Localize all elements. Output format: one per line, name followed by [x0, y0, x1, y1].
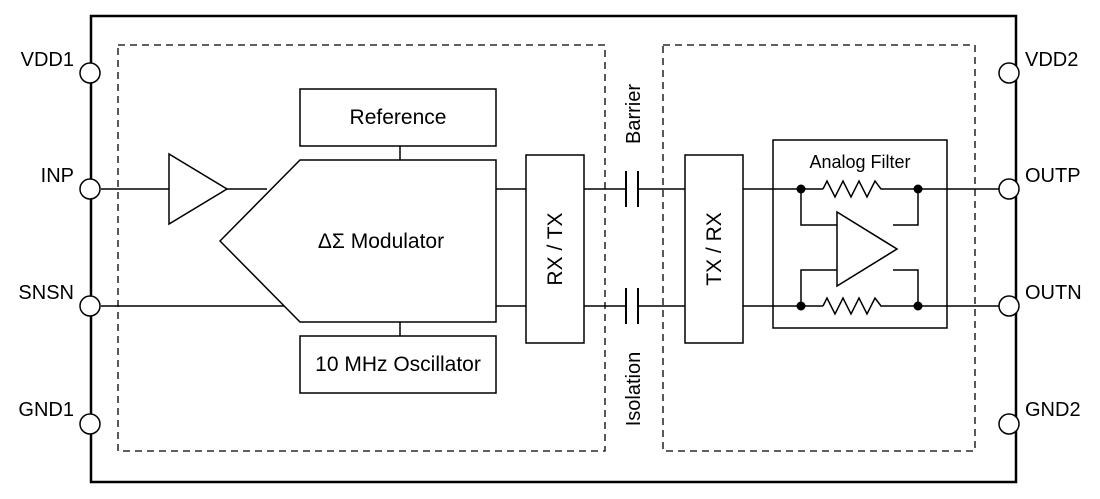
- pin-gnd1-label: GND1: [18, 399, 74, 421]
- pin-vdd2-label: VDD2: [1025, 49, 1078, 71]
- high-side-wires: [743, 179, 999, 316]
- pin-snsn-icon: [79, 295, 101, 317]
- low-side-wires: [101, 146, 685, 336]
- reference-label: Reference: [350, 106, 447, 129]
- pin-gnd2-icon: [998, 413, 1020, 435]
- oscillator-label: 10 MHz Oscillator: [315, 353, 481, 376]
- tx-rx-block: [684, 154, 744, 344]
- pin-gnd2-label: GND2: [1025, 399, 1081, 421]
- modulator-block: [218, 159, 497, 323]
- analog-filter-label: Analog Filter: [809, 152, 910, 172]
- pin-outn-icon: [998, 295, 1020, 317]
- rx-tx-block: [525, 154, 585, 344]
- low-side-domain: [117, 44, 606, 452]
- isolation-capacitor-top: [625, 171, 639, 207]
- pin-snsn-label: SNSN: [18, 282, 74, 304]
- pin-vdd2-icon: [998, 62, 1020, 84]
- input-buffer-icon: [168, 152, 229, 226]
- tx-rx-label: TX / RX: [703, 212, 726, 286]
- reference-block: [299, 88, 497, 147]
- isolation-label: Isolation: [623, 352, 645, 427]
- pin-inp-icon: [79, 178, 101, 200]
- high-side-domain: [662, 44, 976, 452]
- pin-gnd1-icon: [79, 413, 101, 435]
- pin-inp-label: INP: [41, 165, 74, 187]
- package-outline: [89, 14, 1018, 484]
- pin-outn-label: OUTN: [1025, 282, 1082, 304]
- oscillator-block: [299, 335, 497, 394]
- pin-vdd1-label: VDD1: [21, 49, 74, 71]
- rx-tx-label: RX / TX: [544, 212, 567, 285]
- pin-outp-label: OUTP: [1025, 165, 1081, 187]
- modulator-label: ΔΣ Modulator: [318, 230, 444, 253]
- filter-opamp-icon: [836, 210, 899, 288]
- pin-vdd1-icon: [79, 62, 101, 84]
- isolation-capacitor-bottom: [625, 288, 639, 324]
- junction-dots: [796, 184, 923, 311]
- pin-outp-icon: [998, 178, 1020, 200]
- barrier-label: Barrier: [623, 84, 645, 144]
